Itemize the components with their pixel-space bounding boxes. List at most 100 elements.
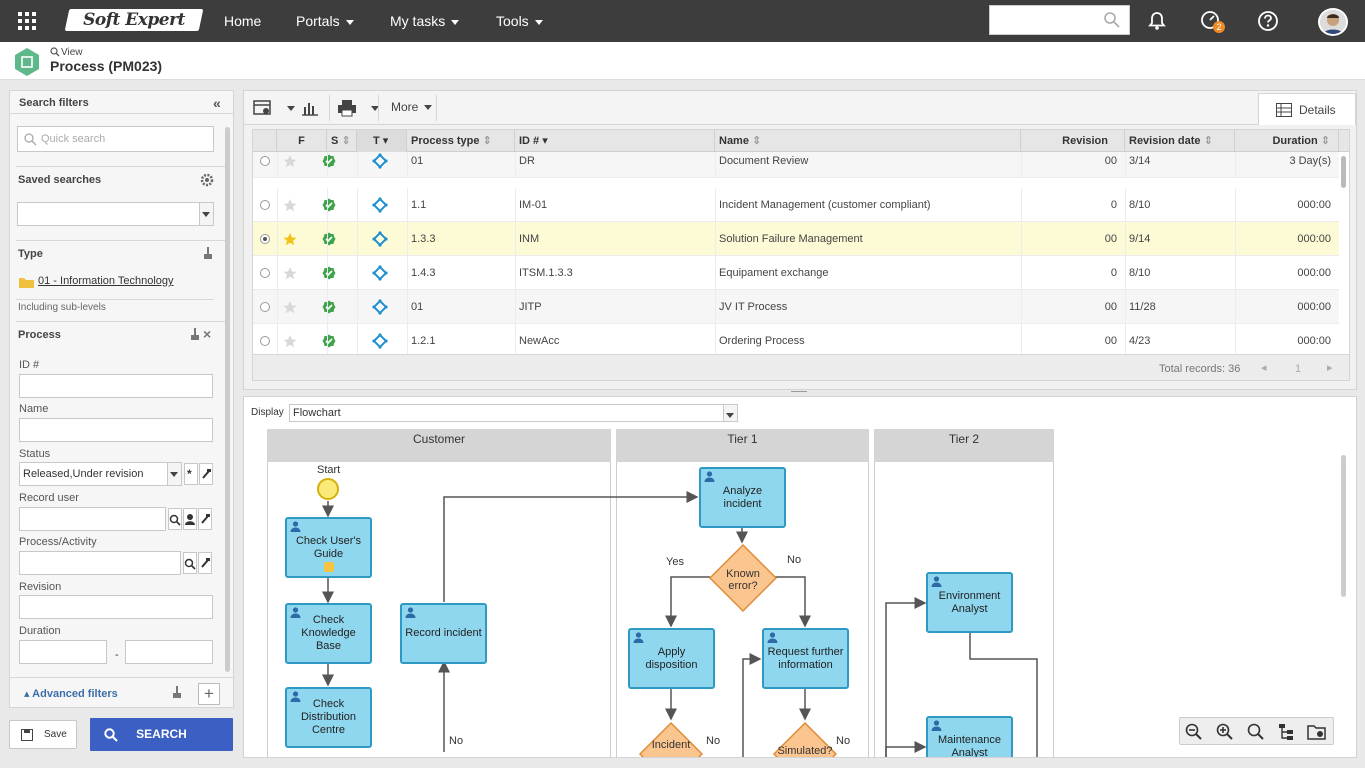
bell-icon[interactable] (1146, 10, 1168, 32)
clear-broom-icon[interactable] (189, 328, 201, 342)
folder-settings-icon[interactable] (1307, 723, 1327, 741)
id-input[interactable] (19, 374, 213, 398)
save-button[interactable]: Save (9, 720, 77, 749)
activity-environment-analyst[interactable]: Environment Analyst (926, 572, 1013, 633)
add-filter-button[interactable]: + (198, 683, 220, 705)
saved-searches-select[interactable] (17, 202, 214, 226)
gateway-incident[interactable] (638, 721, 704, 758)
activity-label: Check Distribution Centre (300, 698, 357, 736)
activity-request-further-information[interactable]: Request further information (762, 628, 849, 689)
star-icon[interactable] (283, 290, 299, 324)
softexpert-logo[interactable]: Soft Expert (64, 9, 204, 31)
prev-page-button[interactable]: ◂ (1261, 362, 1267, 374)
col-process-type[interactable]: Process type ⇕ (407, 130, 515, 152)
lookup-button[interactable] (183, 552, 197, 574)
tasks-gauge-icon[interactable] (1200, 10, 1222, 32)
activity-check-users-guide[interactable]: Check User's Guide (285, 517, 372, 578)
search-button[interactable]: SEARCH (90, 718, 233, 751)
activity-apply-disposition[interactable]: Apply disposition (628, 628, 715, 689)
gateway-known-error[interactable] (708, 543, 778, 613)
table-scrollbar[interactable] (1341, 156, 1346, 188)
nav-my-tasks[interactable]: My tasks (390, 0, 460, 42)
activity-check-distribution-centre[interactable]: Check Distribution Centre (285, 687, 372, 748)
col-duration[interactable]: Duration ⇕ (1235, 130, 1339, 152)
nav-home[interactable]: Home (224, 13, 262, 29)
print-icon[interactable] (337, 99, 357, 117)
splitter-handle[interactable] (791, 391, 807, 395)
start-event[interactable] (317, 478, 339, 500)
quick-search-input[interactable]: Quick search (17, 126, 214, 152)
type-value-link[interactable]: 01 - Information Technology (38, 275, 174, 287)
nav-portals[interactable]: Portals (296, 0, 354, 42)
clear-broom-icon[interactable] (171, 686, 183, 700)
process-activity-input[interactable] (19, 551, 181, 575)
activity-record-incident[interactable]: Record incident (400, 603, 487, 664)
row-radio[interactable] (259, 188, 273, 222)
col-s[interactable]: S ⇕ (327, 130, 357, 152)
view-calendar-icon[interactable] (253, 99, 273, 117)
row-radio[interactable] (259, 324, 273, 354)
close-icon[interactable]: × (203, 326, 212, 342)
advanced-filters-toggle[interactable]: ▴ Advanced filters (24, 688, 118, 700)
gateway-simulated[interactable] (772, 721, 838, 758)
clear-user-button[interactable] (198, 508, 212, 530)
star-icon[interactable] (283, 188, 299, 222)
record-user-input[interactable] (19, 507, 166, 531)
star-icon[interactable] (283, 222, 299, 256)
zoom-reset-icon[interactable] (1247, 723, 1265, 741)
col-f[interactable]: F (277, 130, 327, 152)
lookup-button[interactable] (168, 508, 182, 530)
gear-icon[interactable] (200, 173, 214, 187)
print-dropdown-icon[interactable] (371, 106, 379, 111)
activity-maintenance-analyst[interactable]: Maintenance Analyst (926, 716, 1013, 757)
user-picker-button[interactable] (183, 508, 197, 530)
clear-status-button[interactable] (199, 463, 213, 485)
record-user-label: Record user (19, 492, 79, 504)
duration-from-input[interactable] (19, 640, 107, 664)
revision-input[interactable] (19, 595, 213, 619)
row-radio[interactable] (259, 152, 273, 178)
activity-analyze-incident[interactable]: Analyze incident (699, 467, 786, 528)
collapse-panel-icon[interactable]: « (213, 95, 221, 111)
star-icon[interactable] (283, 152, 299, 178)
star-icon[interactable] (283, 256, 299, 290)
apps-grid-icon[interactable] (18, 12, 38, 30)
status-select[interactable]: Released,Under revision (19, 462, 182, 486)
more-menu-button[interactable]: More (391, 100, 433, 114)
row-radio[interactable] (259, 290, 273, 324)
help-icon[interactable] (1257, 10, 1279, 32)
chart-icon[interactable] (301, 100, 319, 116)
name-input[interactable] (19, 418, 213, 442)
sidebar-scrollbar[interactable] (225, 127, 230, 672)
col-t[interactable]: T ▾ (357, 130, 407, 152)
row-radio[interactable] (259, 222, 273, 256)
hierarchy-icon[interactable] (1278, 723, 1296, 741)
zoom-in-icon[interactable] (1216, 723, 1234, 741)
col-revision[interactable]: Revision (1021, 130, 1125, 152)
zoom-out-icon[interactable] (1185, 723, 1203, 741)
star-icon[interactable] (283, 324, 299, 354)
view-dropdown-icon[interactable] (287, 106, 295, 111)
flowchart-scrollbar[interactable] (1341, 455, 1346, 597)
col-id[interactable]: ID # ▾ (515, 130, 715, 152)
activity-check-knowledge-base[interactable]: Check Knowledge Base (285, 603, 372, 664)
display-select[interactable]: Flowchart (289, 404, 738, 422)
clear-activity-button[interactable] (198, 552, 212, 574)
col-name[interactable]: Name ⇕ (715, 130, 1021, 152)
duration-to-input[interactable] (125, 640, 213, 664)
wildcard-button[interactable]: * (184, 463, 198, 485)
details-tab[interactable]: Details (1258, 93, 1356, 125)
user-avatar[interactable] (1318, 8, 1348, 36)
next-page-button[interactable]: ▸ (1327, 362, 1333, 374)
global-search-input[interactable] (989, 5, 1130, 35)
col-revision-date[interactable]: Revision date ⇕ (1125, 130, 1235, 152)
nav-tools[interactable]: Tools (496, 0, 543, 42)
clear-broom-icon[interactable] (202, 247, 214, 261)
row-radio[interactable] (259, 256, 273, 290)
